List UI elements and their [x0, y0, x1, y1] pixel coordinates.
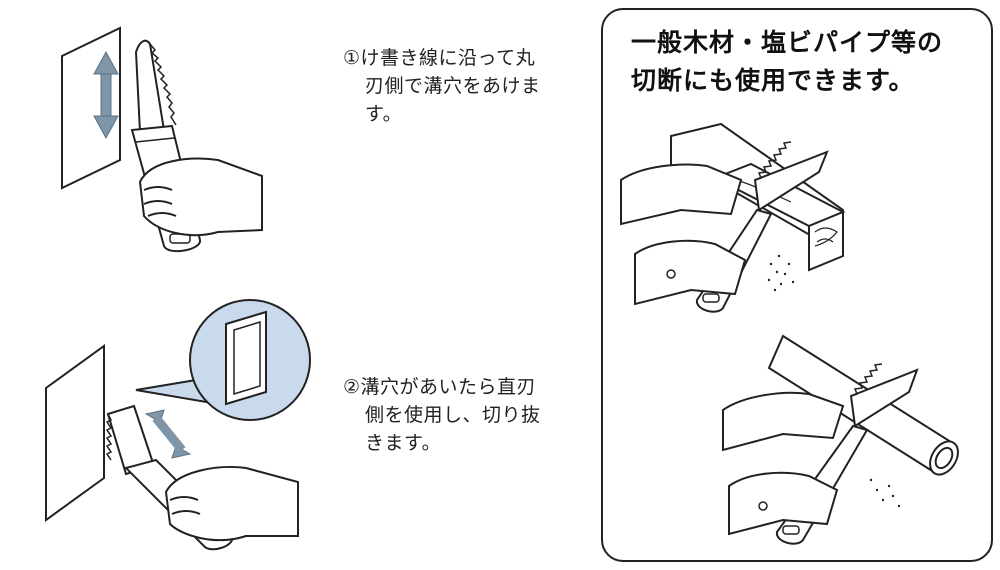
panel-title-line-2: 切断にも使用できます。 — [631, 66, 915, 95]
step1-instruction: ①け書き線に沿って丸 刃側で溝穴をあけま す。 — [343, 44, 541, 128]
step2-line-1: ②溝穴があいたら直刃 — [343, 376, 537, 398]
magnifier-bubble — [135, 299, 311, 421]
up-down-arrow-icon — [93, 50, 119, 140]
saw-blade — [134, 39, 177, 134]
wood-cutting-illustration — [620, 122, 846, 313]
step1-line-2: 刃側で溝穴をあけま — [365, 75, 541, 97]
panel-title: 一般木材・塩ビパイプ等の 切断にも使用できます。 — [631, 24, 943, 100]
hand — [138, 157, 263, 237]
step1-line-1: ①け書き線に沿って丸 — [343, 47, 536, 69]
panel-title-line-1: 一般木材・塩ビパイプ等の — [631, 28, 944, 57]
sawdust — [767, 254, 795, 292]
usage-panel: 一般木材・塩ビパイプ等の 切断にも使用できます。 — [601, 8, 993, 562]
step2-line-3: きます。 — [365, 432, 442, 454]
shavings — [869, 478, 901, 508]
diagonal-arrow-icon — [144, 409, 192, 459]
hands — [620, 163, 747, 306]
step1-illustration — [61, 26, 263, 253]
board — [45, 344, 105, 522]
step1-line-3: す。 — [365, 103, 403, 125]
hands — [722, 391, 845, 536]
step2-line-2: 側を使用し、切り抜 — [365, 404, 541, 426]
step2-illustration — [45, 299, 311, 551]
pipe-cutting-illustration — [722, 334, 959, 545]
hand — [164, 466, 299, 542]
step2-instruction: ②溝穴があいたら直刃 側を使用し、切り抜 きます。 — [343, 373, 541, 457]
